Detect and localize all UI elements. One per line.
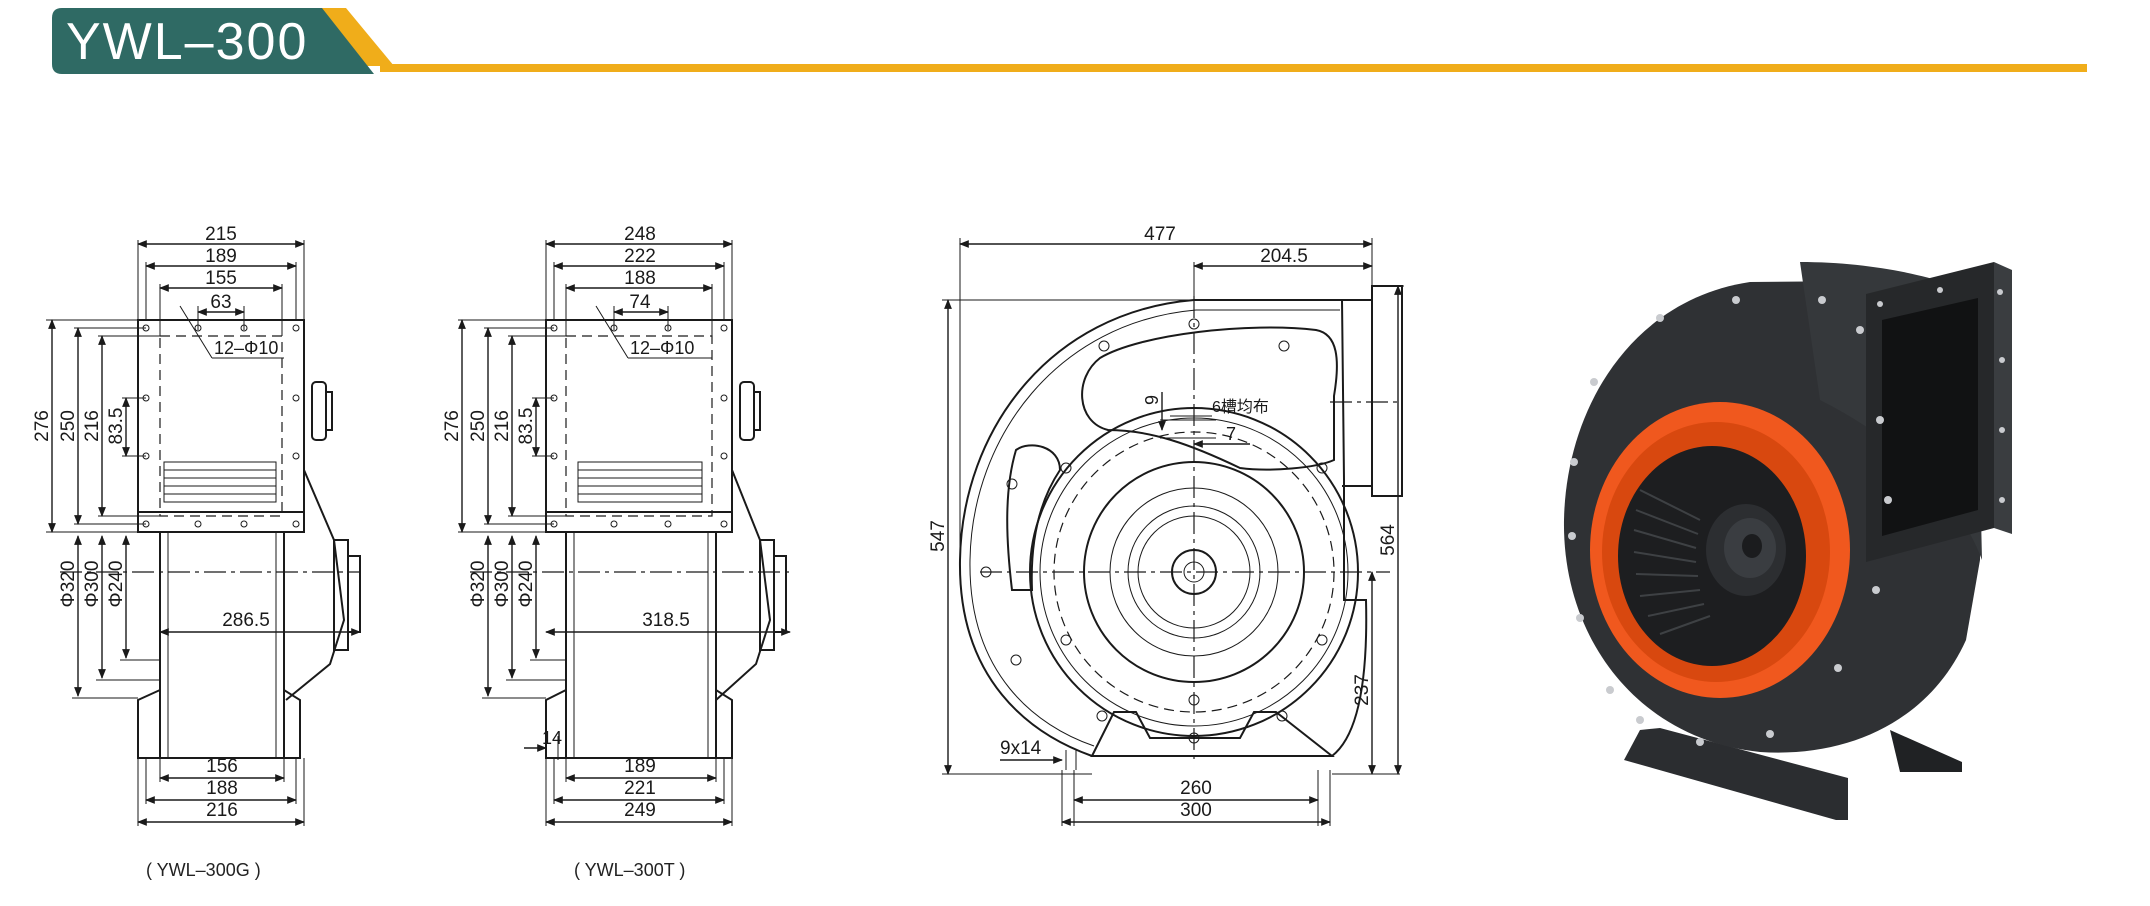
dim-74: 74 xyxy=(629,292,651,313)
dim-slot-9: 9 xyxy=(1142,395,1162,405)
dim-155: 155 xyxy=(205,268,237,289)
dim-547: 547 xyxy=(928,520,949,552)
dim-564: 564 xyxy=(1378,524,1399,556)
dim-222: 222 xyxy=(624,246,656,267)
scroll-housing xyxy=(565,531,717,759)
dim-phi320: Φ320 xyxy=(58,561,79,608)
dim-216: 216 xyxy=(492,410,513,442)
dim-188: 188 xyxy=(206,778,238,799)
dim-14: 14 xyxy=(542,728,562,748)
caption-ywl-300g: ( YWL–300G ) xyxy=(146,860,261,880)
dim-phi240: Φ240 xyxy=(516,561,537,608)
dim-phi300: Φ300 xyxy=(82,561,103,608)
right-foot xyxy=(715,688,733,759)
dim-221: 221 xyxy=(624,778,656,799)
dim-276: 276 xyxy=(32,410,53,442)
dim-9x14: 9x14 xyxy=(1000,738,1042,759)
dim-83-5: 83.5 xyxy=(106,408,127,445)
dim-156: 156 xyxy=(206,756,238,777)
dim-250: 250 xyxy=(468,410,489,442)
left-foot xyxy=(545,688,567,759)
dim-249: 249 xyxy=(624,800,656,821)
motor-hub-outline xyxy=(285,469,346,701)
dim-276: 276 xyxy=(442,410,463,442)
base-foot xyxy=(1090,711,1335,757)
title-plate xyxy=(52,8,374,74)
accent-line xyxy=(380,64,2087,72)
outlet-grille xyxy=(163,461,277,503)
volute-outline xyxy=(958,299,1368,757)
dim-477: 477 xyxy=(1144,224,1176,245)
dim-237: 237 xyxy=(1352,674,1373,706)
right-foot xyxy=(283,688,301,759)
scroll-housing xyxy=(159,531,285,759)
dim-216-base: 216 xyxy=(206,800,238,821)
dim-204-5: 204.5 xyxy=(1260,246,1308,267)
dim-318-5: 318.5 xyxy=(642,610,690,631)
front-view: 477 204.5 547 564 237 9 7 6槽均布 9x14 260 … xyxy=(928,224,1404,826)
header-banner: YWL–300 xyxy=(0,0,2150,90)
dim-216: 216 xyxy=(82,410,103,442)
side-view-t: 248 222 188 74 12–Φ10 276 250 216 83.5 Φ… xyxy=(442,224,791,826)
dim-63: 63 xyxy=(210,292,231,313)
photo-feet xyxy=(1624,728,1848,820)
dim-phi240: Φ240 xyxy=(106,561,127,608)
dim-83-5: 83.5 xyxy=(516,408,537,445)
dim-250: 250 xyxy=(58,410,79,442)
dim-188: 188 xyxy=(624,268,656,289)
dim-holes: 12–Φ10 xyxy=(214,338,278,358)
accent-wedge xyxy=(316,8,394,66)
outlet-flange-side xyxy=(1371,285,1403,497)
dim-215: 215 xyxy=(205,224,237,245)
dim-slot-7: 7 xyxy=(1226,424,1236,444)
motor-hub-outline xyxy=(715,469,772,701)
dim-286-5: 286.5 xyxy=(222,610,270,631)
dim-260: 260 xyxy=(1180,778,1212,799)
dim-holes: 12–Φ10 xyxy=(630,338,694,358)
dim-189: 189 xyxy=(205,246,237,267)
caption-ywl-300t: ( YWL–300T ) xyxy=(574,860,686,880)
outlet-grille xyxy=(577,461,703,503)
dim-300: 300 xyxy=(1180,800,1212,821)
left-foot xyxy=(137,688,161,759)
dim-248: 248 xyxy=(624,224,656,245)
dim-phi300: Φ300 xyxy=(492,561,513,608)
header-band-graphic xyxy=(52,8,2087,74)
slots-note: 6槽均布 xyxy=(1212,398,1269,416)
dim-phi320: Φ320 xyxy=(468,561,489,608)
dim-189: 189 xyxy=(624,756,656,777)
product-photo xyxy=(1563,262,2012,820)
model-title: YWL–300 xyxy=(66,13,309,71)
side-view-g: 215 189 155 63 12–Φ10 276 250 216 83.5 Φ… xyxy=(32,224,361,826)
